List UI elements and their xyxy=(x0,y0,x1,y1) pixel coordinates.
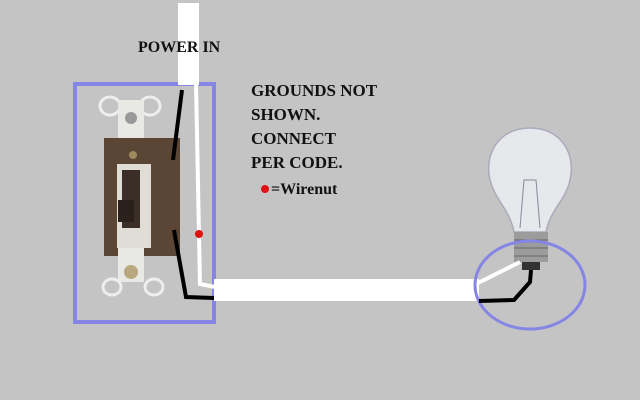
hot-wire-in xyxy=(171,89,184,161)
lamp-connection-circle xyxy=(473,239,587,331)
outgoing-cable xyxy=(214,279,479,301)
grounds-note: GROUNDS NOT SHOWN. CONNECT PER CODE. xyxy=(251,79,377,175)
legend-wirenut-icon xyxy=(261,185,269,193)
light-bulb xyxy=(488,127,572,270)
note-line: GROUNDS NOT xyxy=(251,81,378,100)
lamp-neutral-wire xyxy=(477,260,521,285)
incoming-cable xyxy=(178,3,199,85)
note-line: PER CODE. xyxy=(251,153,343,172)
wirenut-dot xyxy=(195,230,203,238)
wirenut-legend-label: =Wirenut xyxy=(271,181,338,198)
switched-hot-wire xyxy=(172,229,215,300)
power-in-label: POWER IN xyxy=(138,39,221,56)
lamp-hot-wire xyxy=(478,269,533,303)
note-line: CONNECT xyxy=(251,129,337,148)
note-line: SHOWN. xyxy=(251,105,321,124)
light-switch xyxy=(98,95,180,297)
switch-box xyxy=(73,82,216,324)
neutral-wire xyxy=(194,83,216,289)
